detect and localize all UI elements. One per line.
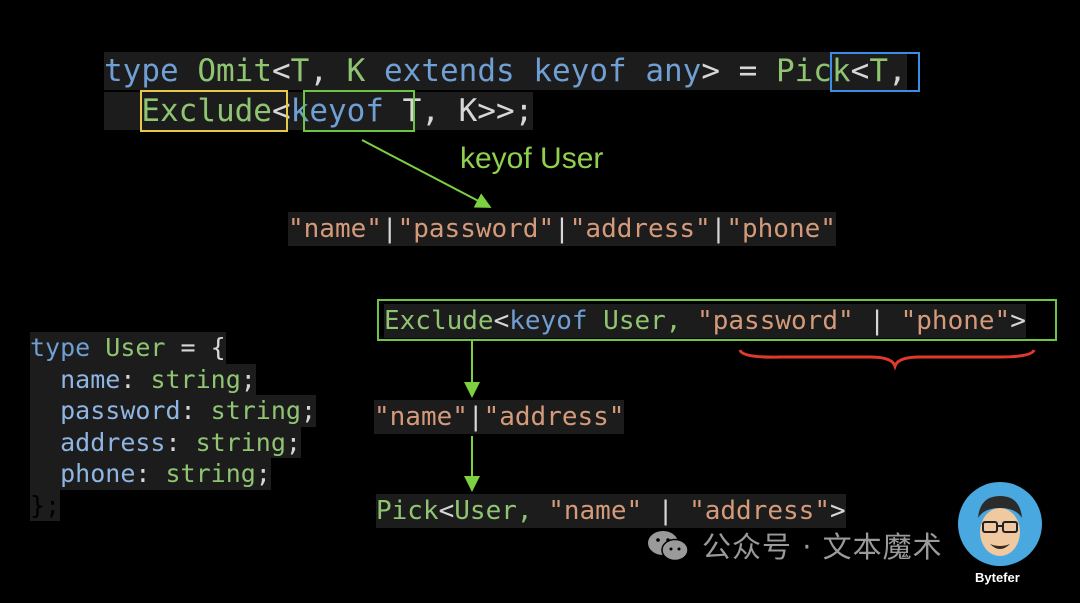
- user-type-ref: User,: [587, 306, 698, 336]
- field-name: name: [60, 364, 121, 394]
- exclude-highlight-box: [140, 90, 288, 132]
- user-type-header: type User = {: [30, 332, 226, 364]
- user-type-footer: };: [30, 489, 61, 521]
- keyof-keyword: keyof: [533, 53, 627, 89]
- exclude-type-name: Exclude: [384, 306, 494, 336]
- user-type-name: User: [105, 333, 166, 362]
- any-keyword: any: [645, 53, 702, 89]
- omit-type-name: Omit: [197, 53, 272, 89]
- generic-open: <: [850, 53, 870, 89]
- exclude-type-name: Exclude: [141, 93, 272, 129]
- omit-definition-line-1: type Omit<T, K extends keyof any> = Pick…: [104, 52, 907, 90]
- type-param-t: T: [869, 53, 888, 89]
- field-type: string: [195, 427, 286, 457]
- field-name: password: [60, 396, 181, 425]
- string-literal: "address": [569, 214, 711, 244]
- assign-open-brace: = {: [165, 333, 226, 362]
- field-type: string: [165, 459, 256, 488]
- exclude-expression: Exclude<keyof User, "password" | "phone"…: [384, 304, 1026, 338]
- union-pipe: |: [853, 306, 901, 336]
- user-field: password: string;: [30, 395, 317, 427]
- wechat-icon: [648, 531, 689, 562]
- avatar-name: Bytefer: [975, 570, 1020, 585]
- keyof-arrow: [361, 139, 492, 208]
- wechat-watermark: 公众号 · 文本魔术: [646, 524, 943, 566]
- generic-open: <: [271, 53, 291, 89]
- keyof-keyword: keyof: [509, 306, 588, 336]
- user-field: name: string;: [30, 363, 256, 395]
- keyof-keyword: keyof: [290, 93, 384, 129]
- keyof-user-label: keyof User: [460, 142, 604, 175]
- string-literal: "name": [374, 402, 468, 432]
- excluded-keys-brace: [738, 349, 1036, 371]
- comma: ,: [887, 53, 907, 89]
- field-name: address: [60, 427, 166, 457]
- pick-highlight-box: [830, 52, 920, 92]
- avatar: [958, 482, 1042, 566]
- string-literal: "name": [288, 214, 382, 244]
- generic-close-assign: > =: [701, 53, 776, 89]
- string-literal: "address": [483, 402, 625, 432]
- user-type-definition: type User = { name: string; password: st…: [30, 332, 317, 521]
- string-literal: "password": [397, 214, 555, 244]
- field-type: string: [150, 364, 241, 394]
- string-literal: "password": [697, 306, 854, 336]
- user-field: address: string;: [30, 426, 301, 458]
- exclude-expression-box: [377, 299, 1057, 341]
- union-pipe: |: [554, 214, 570, 244]
- exclude-result-union: "name"|"address": [374, 400, 625, 434]
- extends-keyword: extends: [384, 53, 515, 89]
- union-pipe: |: [381, 214, 398, 244]
- type-param-k: K: [346, 53, 366, 89]
- union-pipe: |: [642, 496, 690, 526]
- user-field: phone: string;: [30, 458, 271, 490]
- generic-args-tail: T, K>>;: [383, 93, 534, 129]
- field-name: phone: [60, 459, 136, 488]
- type-keyword: type: [104, 53, 179, 89]
- field-type: string: [210, 396, 301, 425]
- generic-open: <: [271, 93, 291, 129]
- string-literal: "address": [689, 496, 830, 526]
- pick-type-name: Pick: [775, 53, 851, 89]
- union-pipe: |: [467, 402, 484, 432]
- pick-expression: Pick<User, "name" | "address">: [376, 494, 846, 528]
- keyof-highlight-box: [303, 90, 415, 132]
- user-type-ref: User,: [454, 496, 549, 526]
- string-literal: "phone": [900, 306, 1011, 336]
- pick-type-name: Pick: [376, 496, 439, 526]
- comma: ,: [309, 53, 347, 89]
- string-literal: "name": [548, 496, 643, 526]
- omit-definition-line-2: Exclude<keyof T, K>>;: [104, 92, 534, 130]
- keyof-user-union: "name"|"password"|"address"|"phone": [288, 212, 836, 246]
- watermark-text: 公众号 · 文本魔术: [702, 530, 943, 564]
- type-keyword: type: [30, 333, 91, 362]
- string-literal: "phone": [726, 214, 836, 244]
- type-param-t: T: [290, 53, 310, 89]
- union-pipe: |: [710, 214, 727, 244]
